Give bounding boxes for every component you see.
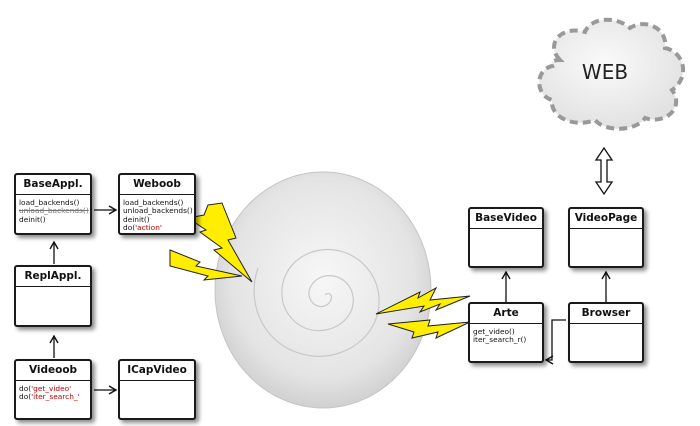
basevideo-title: BaseVideo	[470, 209, 542, 229]
icapvideo-body	[120, 381, 194, 387]
browser-title: Browser	[570, 304, 642, 324]
replappl-body	[16, 287, 90, 293]
weboob-action: do('action'	[123, 224, 191, 232]
videoob-call: do('iter_search_'	[19, 393, 87, 401]
web-label: WEB	[581, 60, 629, 84]
videoob-title: Videoob	[16, 361, 90, 381]
weboob-action-prefix: do(	[123, 223, 136, 233]
arte-title: Arte	[470, 304, 542, 324]
arte-class: Arte get_video() iter_search_r()	[468, 302, 544, 363]
videoob-call-prefix: do(	[19, 384, 32, 393]
weboob-method: deinit()	[123, 214, 150, 224]
videoob-call-arg: 'get_video'	[31, 384, 72, 393]
videopage-title: VideoPage	[570, 209, 642, 229]
baseappl-methods: load_backends() unload_backends() deinit…	[16, 195, 90, 226]
cloud-shape	[537, 17, 686, 131]
videoob-call-arg: 'iter_search_'	[31, 392, 80, 402]
baseappl-title: BaseAppl.	[16, 175, 90, 195]
baseappl-method: unload_backends()	[19, 206, 89, 216]
icapvideo-class: ICapVideo	[118, 359, 196, 420]
basevideo-class: BaseVideo	[468, 207, 544, 268]
browser-body	[570, 324, 642, 330]
web-double-arrow	[594, 146, 614, 196]
browser-class: Browser	[568, 302, 644, 363]
replappl-title: ReplAppl.	[16, 267, 90, 287]
baseappl-method: load_backends()	[19, 198, 80, 207]
web-cloud	[537, 17, 686, 131]
baseappl-method: deinit()	[19, 214, 46, 224]
weboob-methods: load_backends() unload_backends() deinit…	[120, 195, 194, 235]
arrow-browser-arte	[544, 319, 566, 365]
weboob-title: Weboob	[120, 175, 194, 195]
videopage-class: VideoPage	[568, 207, 644, 268]
videoob-call-prefix: do(	[19, 392, 32, 402]
weboob-method: load_backends()	[123, 198, 184, 207]
replappl-class: ReplAppl.	[14, 265, 92, 327]
basevideo-body	[470, 229, 542, 235]
icapvideo-title: ICapVideo	[120, 361, 194, 381]
weboob-method: unload_backends()	[123, 206, 193, 216]
lightning-bolt-right	[375, 286, 471, 339]
videoob-methods: do('get_video' do('iter_search_'	[16, 381, 90, 404]
arte-method: iter_search_r()	[473, 335, 527, 345]
videoob-call: do('get_video'	[19, 384, 87, 393]
lightning-bolt-left	[169, 202, 253, 283]
spiral	[253, 248, 380, 357]
arte-methods: get_video() iter_search_r()	[470, 324, 542, 347]
videoob-class: Videoob do('get_video' do('iter_search_'	[14, 359, 92, 420]
weboob-action-arg: 'action'	[135, 223, 162, 233]
core-sphere	[214, 171, 432, 409]
videopage-body	[570, 229, 642, 235]
baseappl-class: BaseAppl. load_backends() unload_backend…	[14, 173, 92, 235]
connectors	[49, 205, 611, 395]
weboob-class: Weboob load_backends() unload_backends()…	[118, 173, 196, 235]
arte-method: get_video()	[473, 327, 515, 336]
